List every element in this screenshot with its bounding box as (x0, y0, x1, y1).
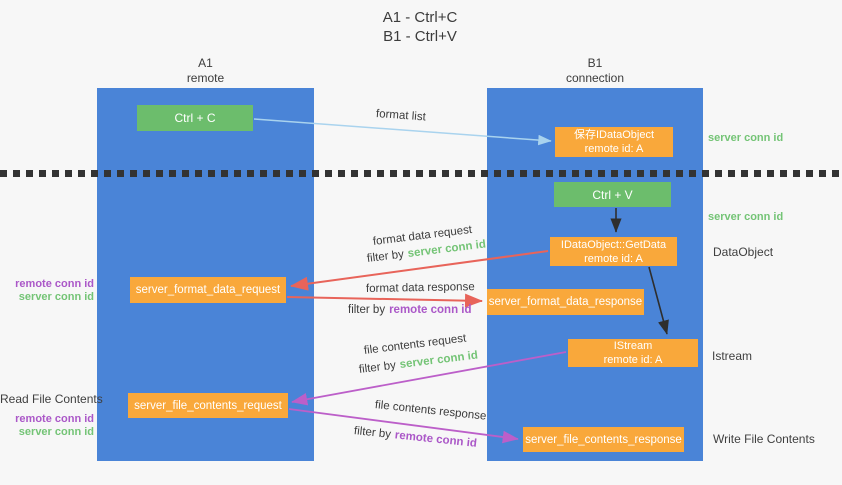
node-istream: IStream remote id: A (568, 339, 698, 367)
side-label-server-conn-id-top: server conn id (708, 132, 784, 144)
node-file-request: server_file_contents_request (128, 393, 288, 418)
node-format-response-label: server_format_data_response (488, 296, 643, 308)
arrow-format-data-request (290, 250, 549, 291)
node-format-request-label: server_format_data_request (135, 284, 281, 296)
side-label-stack-file: Read File Contents remote conn id server… (0, 392, 103, 439)
remote-conn-id-text: remote conn id (389, 304, 472, 316)
side-label-stack-format: remote conn id server conn id (0, 278, 94, 304)
side-label-remote-conn-id-2: remote conn id (15, 413, 94, 425)
node-ctrl-v: Ctrl + V (554, 182, 671, 207)
filter-by-text: filter by (348, 304, 386, 316)
node-save-dataobject-line1: 保存IDataObject (573, 129, 655, 141)
dotted-divider (0, 170, 842, 177)
side-label-write-file-contents: Write File Contents (713, 432, 815, 446)
side-label-server-conn-id-mid: server conn id (708, 211, 784, 223)
side-label-remote-conn-id-1: remote conn id (15, 278, 94, 290)
node-getdata: IDataObject::GetData remote id: A (550, 237, 677, 266)
lifeline-a1-header: A1 remote (97, 56, 314, 86)
diagram-title: A1 - Ctrl+C B1 - Ctrl+V (320, 8, 520, 46)
lifeline-b1-header: B1 connection (487, 56, 703, 86)
side-label-dataobject: DataObject (713, 245, 774, 259)
edge-label-format-data-response: format data response (365, 281, 475, 295)
node-save-dataobject: 保存IDataObject remote id: A (555, 127, 673, 157)
node-ctrl-c: Ctrl + C (137, 105, 253, 131)
lifeline-a1-role: remote (186, 71, 225, 85)
arrow-format-list (253, 118, 552, 146)
node-save-dataobject-line2: remote id: A (584, 143, 644, 155)
arrow-file-contents-request (291, 351, 567, 406)
node-istream-line1: IStream (613, 340, 653, 352)
node-file-response: server_file_contents_response (523, 427, 684, 452)
node-format-request: server_format_data_request (130, 277, 286, 303)
side-label-server-conn-id-2: server conn id (18, 426, 94, 438)
side-label-server-conn-id-1: server conn id (18, 291, 94, 303)
lifeline-b1-name: B1 (587, 56, 603, 70)
arrow-getdata-to-istream (648, 266, 669, 335)
node-istream-line2: remote id: A (603, 354, 663, 366)
node-ctrl-v-label: Ctrl + V (592, 187, 633, 202)
arrow-format-data-response (286, 293, 483, 308)
node-ctrl-c-label: Ctrl + C (174, 111, 216, 125)
node-file-request-label: server_file_contents_request (134, 399, 282, 412)
title-line-1: A1 - Ctrl+C (382, 9, 458, 26)
title-line-2: B1 - Ctrl+V (383, 28, 457, 45)
node-getdata-line2: remote id: A (584, 252, 643, 265)
side-label-read-file-contents: Read File Contents (0, 392, 103, 406)
node-format-response: server_format_data_response (487, 289, 644, 315)
node-file-response-label: server_file_contents_response (525, 433, 682, 446)
node-getdata-line1: IDataObject::GetData (560, 238, 667, 251)
arrow-file-contents-response (288, 408, 519, 444)
side-label-istream: Istream (712, 349, 753, 363)
lifeline-a1-name: A1 (198, 56, 213, 70)
lifeline-b1-role: connection (565, 71, 625, 85)
